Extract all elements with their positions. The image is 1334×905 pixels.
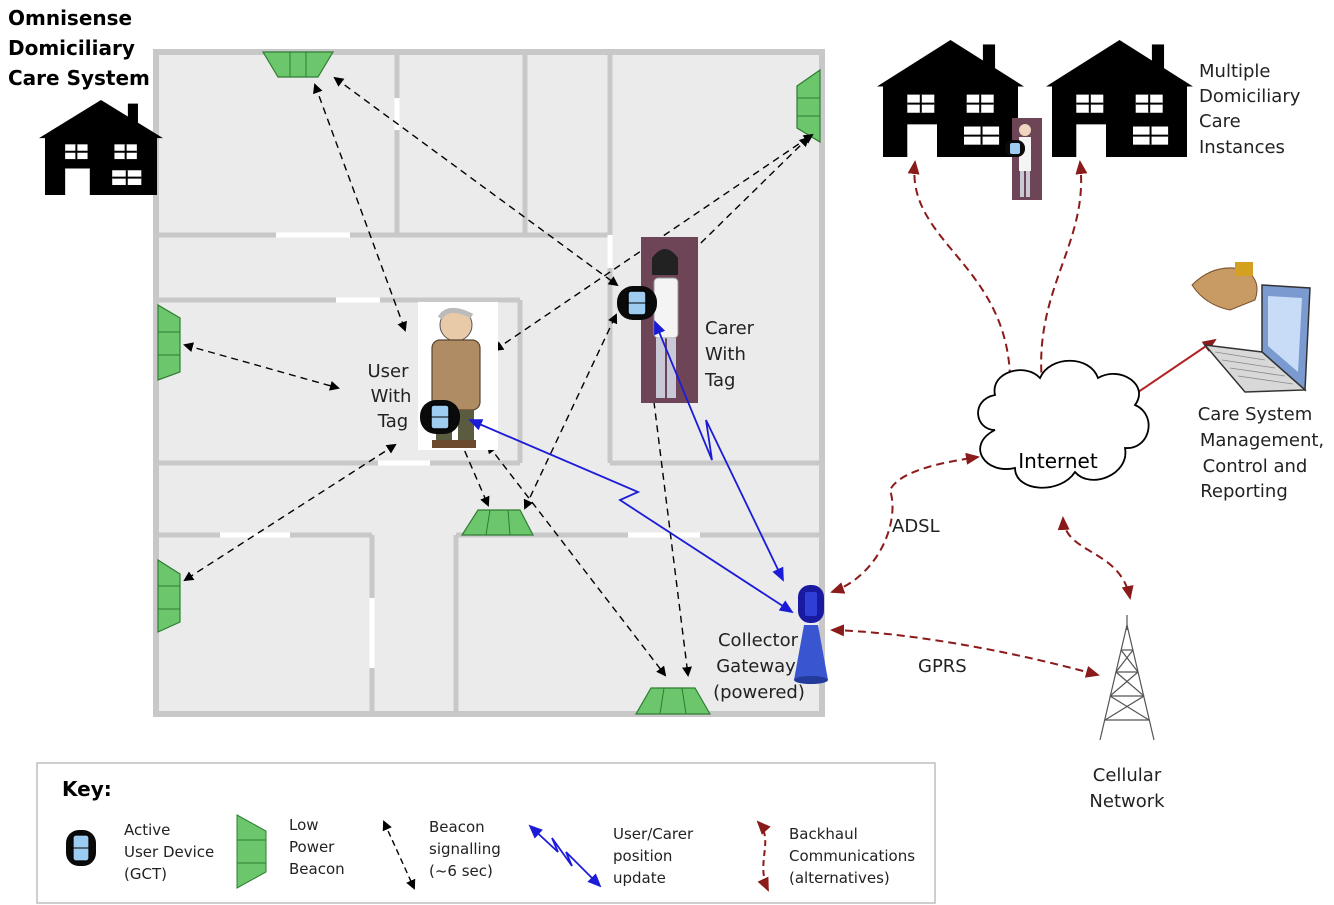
key-active-device-icon (66, 830, 96, 866)
backhaul-arrow (830, 452, 980, 594)
cellular-label-line: Cellular (1093, 765, 1162, 786)
collector-label-line: Collector (718, 630, 799, 651)
key-title: Key: (62, 777, 112, 801)
houses (39, 40, 1193, 195)
backhaul-arrow (830, 624, 1100, 678)
beacon-icon (157, 303, 181, 381)
backhaul-arrow (907, 160, 1017, 394)
key-backhaul-label: Communications (789, 847, 915, 865)
key-signalling-label: Beacon (429, 818, 485, 836)
key-beacon-icon (236, 814, 267, 889)
position-update-arrows (468, 320, 794, 614)
beacon-icon (157, 558, 181, 633)
beacon-icon (634, 687, 712, 715)
key-backhaul-arrow (756, 820, 771, 892)
carer-tag-label-line: With (705, 344, 746, 365)
diagram-title: Omnisense Domiciliary Care System (8, 6, 150, 90)
key-active-device-label: (GCT) (124, 865, 167, 883)
key-signalling-arrow (382, 820, 416, 890)
carer-tag-label: Carer With Tag (704, 318, 755, 391)
backhaul-arrows (830, 160, 1134, 678)
key-active-device-label: Active (124, 821, 170, 839)
user-tag-label: User With Tag (367, 361, 411, 432)
house-icon (1046, 40, 1193, 157)
cellular-label-line: Network (1089, 791, 1165, 812)
collector-label-line: (powered) (713, 682, 805, 703)
position-update-arrow (654, 320, 784, 582)
key-position-label: User/Carer (613, 825, 694, 843)
remote-carer-figure (1005, 118, 1042, 200)
carer-person-figure (641, 237, 698, 403)
beacon-icon (261, 51, 335, 78)
adsl-label: ADSL (892, 516, 940, 537)
user-tag-label-line: Tag (377, 411, 408, 432)
key-position-arrow (528, 824, 602, 888)
management-label: Care System Management, Control and Repo… (1198, 404, 1324, 502)
key-backhaul-label: (alternatives) (789, 869, 890, 887)
beacon-signalling-arrow (183, 342, 340, 391)
key-signalling-label: (~6 sec) (429, 862, 493, 880)
user-tag-label-line: User (367, 361, 409, 382)
carer-tag-device-icon (617, 286, 657, 320)
key-signalling-label: signalling (429, 840, 501, 858)
multiple-label-line: Multiple (1199, 61, 1271, 82)
key-beacon-label: Beacon (289, 860, 345, 878)
house-icon (39, 100, 163, 195)
title-line-3: Care System (8, 66, 150, 90)
multiple-label-line: Care (1199, 111, 1241, 132)
collector-label-line: Gateway (716, 656, 796, 677)
key-backhaul-label: Backhaul (789, 825, 858, 843)
house-icon (877, 40, 1024, 157)
collector-gateway-icon (794, 585, 828, 684)
backhaul-arrow (1035, 160, 1088, 394)
carer-tag-label-line: Tag (704, 370, 735, 391)
gprs-label: GPRS (918, 656, 967, 677)
beacon-signalling-arrow (313, 83, 407, 332)
carer-tag-label-line: Carer (705, 318, 755, 339)
management-label-line: Reporting (1200, 481, 1288, 502)
laptop-icon (1191, 262, 1311, 393)
key-active-device-label: User Device (124, 843, 214, 861)
internet-cloud: Internet (977, 359, 1150, 489)
title-line-2: Domiciliary (8, 36, 135, 60)
management-label-line: Control and (1203, 456, 1308, 477)
key-position-label: position (613, 847, 672, 865)
management-label-line: Management, (1200, 430, 1324, 451)
multiple-label-line: Domiciliary (1199, 86, 1301, 107)
cellular-network-label: Cellular Network (1089, 765, 1165, 812)
beacon-signalling-arrow (183, 443, 397, 582)
collector-gateway-label: Collector Gateway (powered) (713, 630, 805, 703)
key-beacon-label: Low (289, 816, 319, 834)
cellular-tower-icon (1099, 615, 1155, 741)
multiple-label-line: Instances (1199, 137, 1285, 158)
backhaul-arrow (1057, 516, 1134, 600)
beacon-icon (796, 68, 821, 144)
internet-label: Internet (1018, 449, 1098, 473)
key-legend: Key: Active User Device (GCT) Low Power … (36, 762, 936, 904)
multiple-instances-label: Multiple Domiciliary Care Instances (1199, 61, 1301, 158)
management-label-line: Care System (1198, 404, 1313, 425)
key-beacon-label: Power (289, 838, 335, 856)
key-position-label: update (613, 869, 666, 887)
user-tag-label-line: With (371, 386, 412, 407)
user-tag-device-icon (420, 400, 460, 434)
title-line-1: Omnisense (8, 6, 132, 30)
